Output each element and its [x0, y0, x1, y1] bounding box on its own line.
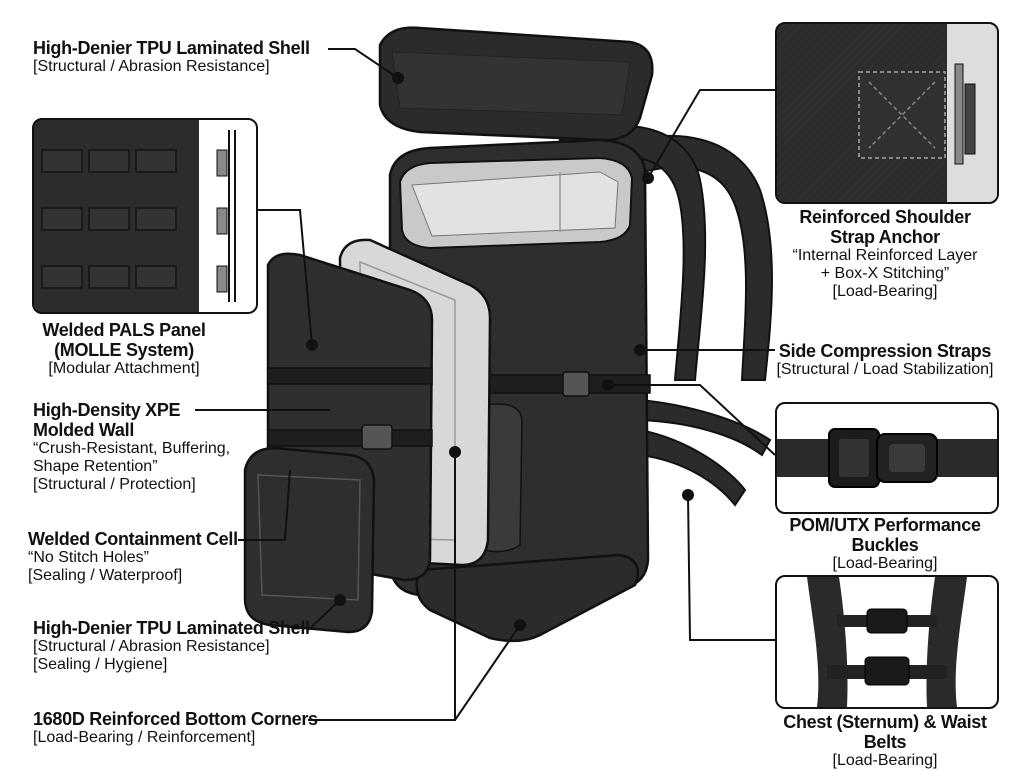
containment-cell — [243, 446, 376, 634]
pals-webbing-detail — [34, 120, 256, 312]
buckle-detail-inset — [775, 402, 999, 514]
label-subtitle: [Sealing / Waterproof] — [28, 567, 183, 585]
label-bottom-shell: High-Denier TPU Laminated Shell [Structu… — [33, 618, 310, 674]
main-body — [388, 138, 651, 597]
label-compression: Side Compression Straps [Structural / Lo… — [770, 341, 1000, 379]
label-quote: “No Stitch Holes” — [28, 549, 149, 567]
lid — [378, 26, 654, 142]
label-cell: Welded Containment Cell “No Stitch Holes… — [28, 529, 238, 585]
label-buckles: POM/UTX Performance Buckles [Load-Bearin… — [760, 515, 1010, 573]
label-subtitle: [Modular Attachment] — [48, 360, 200, 378]
label-title: Molded Wall — [33, 420, 135, 441]
label-subtitle: [Load-Bearing] — [832, 283, 938, 301]
label-subtitle: [Load-Bearing] — [832, 555, 938, 573]
label-top-shell: High-Denier TPU Laminated Shell [Structu… — [33, 38, 310, 76]
label-corners: 1680D Reinforced Bottom Corners [Load-Be… — [33, 709, 318, 747]
label-subtitle: [Structural / Protection] — [33, 476, 196, 494]
label-subtitle: [Load-Bearing / Reinforcement] — [33, 729, 256, 747]
label-subtitle: [Load-Bearing] — [832, 752, 938, 770]
label-title: High-Density XPE — [33, 400, 181, 420]
box-x-stitch-detail — [777, 24, 997, 202]
label-xpe: High-Density XPE Molded Wall “Crush-Resi… — [33, 400, 230, 494]
label-subtitle: [Structural / Abrasion Resistance] — [33, 58, 270, 76]
label-quote: Shape Retention” — [33, 458, 158, 476]
anchor-detail-inset — [775, 22, 999, 204]
label-title: Reinforced Shoulder — [799, 207, 971, 227]
label-title: Strap Anchor — [830, 227, 940, 248]
label-title: Welded PALS Panel — [42, 320, 206, 340]
label-quote: “Internal Reinforced Layer — [792, 247, 978, 265]
label-title: POM/UTX Performance Buckles — [789, 515, 981, 556]
label-title: High-Denier TPU Laminated Shell — [33, 618, 310, 638]
label-anchor: Reinforced Shoulder Strap Anchor “Intern… — [775, 207, 995, 301]
label-title: High-Denier TPU Laminated Shell — [33, 38, 310, 58]
bottom-base — [415, 553, 640, 643]
label-subtitle: [Structural / Load Stabilization] — [776, 361, 994, 379]
label-title: (MOLLE System) — [54, 340, 194, 361]
belts-detail-inset — [775, 575, 999, 709]
label-title: Chest (Sternum) & Waist Belts — [783, 712, 987, 753]
side-release-buckle-detail — [777, 428, 997, 488]
leader-lines — [195, 48, 776, 721]
label-subtitle: [Structural / Abrasion Resistance] — [33, 638, 270, 656]
pals-detail-inset — [32, 118, 258, 314]
label-subtitle: [Sealing / Hygiene] — [33, 656, 168, 674]
label-belts: Chest (Sternum) & Waist Belts [Load-Bear… — [760, 712, 1010, 770]
label-title: 1680D Reinforced Bottom Corners — [33, 709, 318, 729]
leader-dots — [306, 72, 694, 631]
label-pals: Welded PALS Panel (MOLLE System) [Modula… — [33, 320, 215, 378]
label-title: Welded Containment Cell — [28, 529, 238, 549]
label-quote: “Crush-Resistant, Buffering, — [33, 440, 231, 458]
sternum-waist-belt-detail — [807, 577, 967, 707]
label-title: Side Compression Straps — [778, 341, 992, 361]
label-quote: + Box-X Stitching” — [820, 265, 950, 283]
